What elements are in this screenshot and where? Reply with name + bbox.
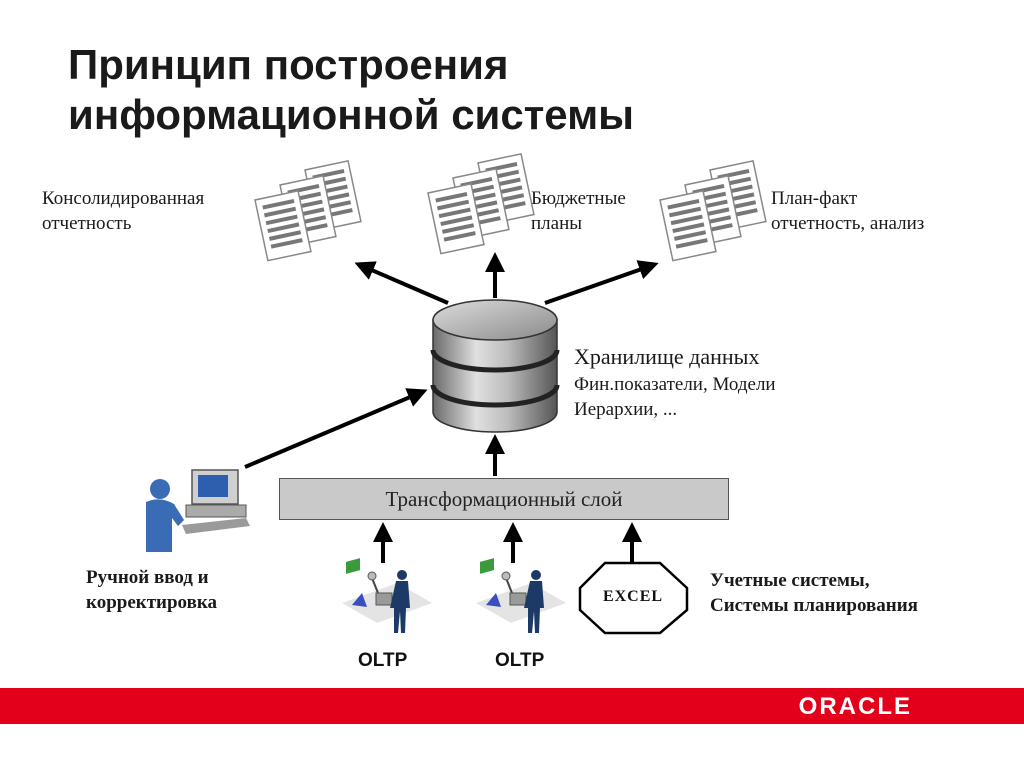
report-docs-icon: [255, 161, 361, 261]
output-budget-label: Бюджетные планы: [531, 188, 626, 234]
transformation-layer: Трансформационный слой: [279, 478, 729, 520]
output-planfact-label: План-факт отчетность, анализ: [771, 188, 925, 234]
planfact-docs-icon: [660, 161, 766, 261]
oltp-terminal-icon-2: [475, 557, 567, 634]
storage-detail-2: Иерархии, ...: [574, 399, 678, 420]
page-title: Принцип построения информационной систем…: [68, 40, 828, 140]
database-icon: [430, 299, 560, 433]
manual-input-label: Ручной ввод и корректировка: [86, 567, 218, 613]
arrow-to-reports: [354, 261, 449, 305]
output-consolidated-label: Консолидированная отчетность: [42, 188, 205, 234]
title-line-2: информационной системы: [68, 91, 635, 138]
budget-docs-icon: [428, 154, 534, 254]
oracle-logo: ORACLE: [798, 693, 912, 720]
storage-title: Хранилище данных: [574, 344, 760, 369]
footer-red-bar: [0, 688, 1024, 724]
arrow-manual-to-storage: [244, 388, 428, 469]
excel-octagon: [578, 561, 689, 635]
accounting-systems-label: Учетные системы, Системы планирования: [710, 570, 918, 616]
oltp-label-1: OLTP: [358, 650, 408, 671]
arrow-to-planfact: [544, 260, 659, 305]
user-computer-icon: [146, 469, 250, 552]
storage-detail-1: Фин.показатели, Модели: [574, 374, 776, 395]
title-line-1: Принцип построения: [68, 41, 509, 88]
oltp-terminal-icon-1: [341, 557, 433, 634]
excel-label: EXCEL: [602, 588, 664, 605]
oltp-label-2: OLTP: [495, 650, 545, 671]
storage-label: Хранилище данных Фин.показатели, Модели …: [574, 342, 776, 422]
